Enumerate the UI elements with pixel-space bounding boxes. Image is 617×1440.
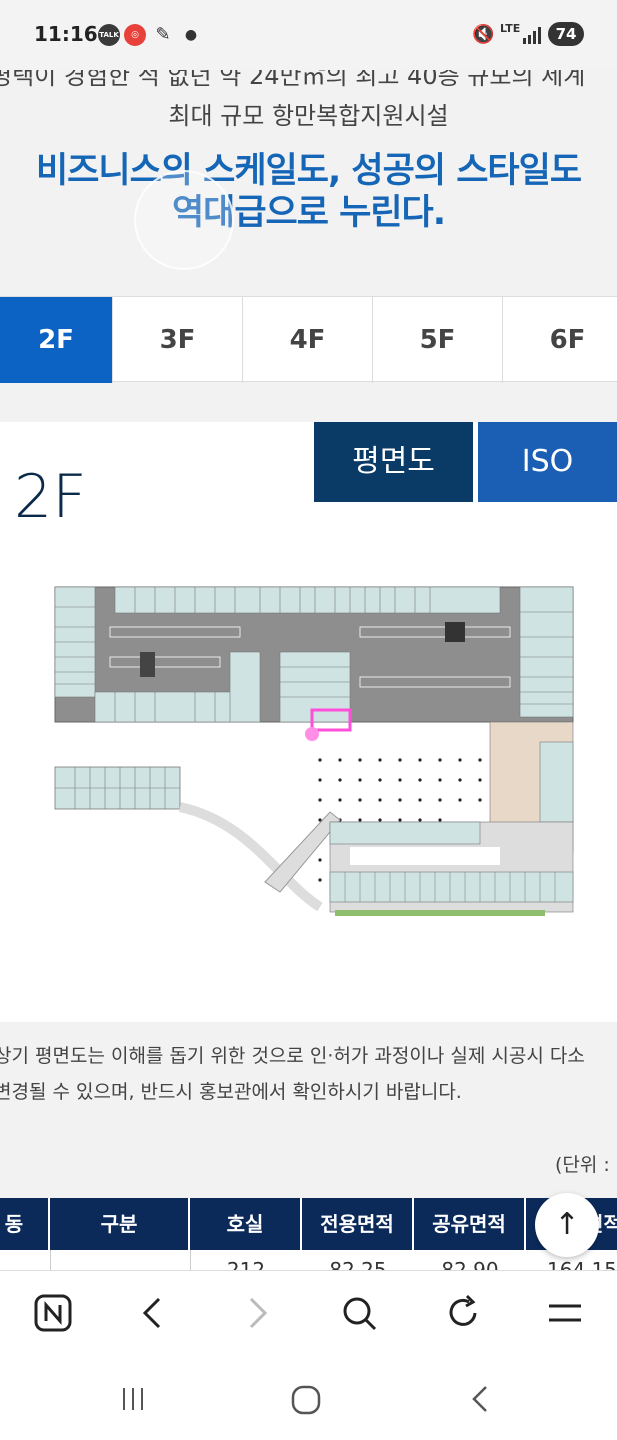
browser-toolbar (0, 1270, 617, 1360)
signal-icon (522, 26, 542, 48)
tab-6f[interactable]: 6F (503, 297, 617, 383)
search-icon[interactable] (336, 1293, 382, 1339)
hero-headline-2: 역대급으로 누린다. (171, 193, 446, 233)
floor-plan-image[interactable] (50, 582, 580, 942)
floor-tabs: 2F 3F 4F 5F 6F (0, 296, 617, 383)
talk-icon: TALK (98, 24, 120, 46)
notification-icon: ◎ (124, 24, 146, 46)
table-cell-unit: 212 (226, 1258, 266, 1270)
mute-icon: 🔇 (472, 24, 495, 45)
notice-line-2: 변경될 수 있으며, 반드시 홍보관에서 확인하시기 바랍니다. (0, 1081, 462, 1103)
tab-2f[interactable]: 2F (0, 297, 113, 383)
table-cell-sale: 164.15 (547, 1258, 617, 1270)
home-icon[interactable] (290, 1384, 322, 1420)
table-cell-divider (190, 1250, 191, 1270)
floating-widget[interactable] (134, 170, 234, 270)
th-exclusive-area: 전용면적 (302, 1198, 414, 1250)
naver-icon[interactable] (30, 1293, 76, 1339)
th-unit: 호실 (190, 1198, 302, 1250)
table-row: 212 82.25 82.90 164.15 (0, 1250, 617, 1270)
refresh-icon[interactable] (440, 1293, 486, 1339)
back-icon[interactable] (130, 1293, 176, 1339)
hero-line-1: 평택이 경험한 적 없던 약 24만㎡의 최고 40층 규모의 세계 (0, 70, 586, 90)
floor-title: 2F (14, 462, 87, 532)
tab-3f[interactable]: 3F (113, 297, 243, 383)
floor-plan-section: 평면도 ISO 2F (0, 422, 617, 1022)
hero-headline-1: 비즈니스의 스케일도, 성공의 스타일도 (35, 151, 582, 191)
scroll-to-top-button[interactable]: ↑ (535, 1193, 599, 1257)
th-dong: 동 (0, 1198, 50, 1250)
recent-apps-icon[interactable] (118, 1384, 148, 1418)
th-category: 구분 (50, 1198, 190, 1250)
area-table-header: 동 구분 호실 전용면적 공유면적 분양면적 (0, 1198, 617, 1250)
tab-4f[interactable]: 4F (243, 297, 373, 383)
iso-view-button[interactable]: ISO (478, 422, 617, 502)
status-bar: 11:16 TALK ◎ ✎ ● 🔇 LTE 74 (0, 0, 617, 70)
system-navigation (0, 1360, 617, 1440)
forward-icon[interactable] (234, 1293, 280, 1339)
notice-text: 상기 평면도는 이해를 돕기 위한 것으로 인·허가 과정이나 실제 시공시 다… (0, 1038, 617, 1128)
tab-5f[interactable]: 5F (373, 297, 503, 383)
table-cell-divider (50, 1250, 51, 1270)
status-time: 11:16 (34, 22, 98, 46)
back-nav-icon[interactable] (466, 1384, 496, 1418)
arrow-up-icon: ↑ (554, 1207, 580, 1242)
plan-view-button[interactable]: 평면도 (314, 422, 473, 502)
battery-indicator: 74 (548, 22, 584, 46)
menu-icon[interactable] (542, 1293, 588, 1339)
lte-icon: LTE (500, 22, 521, 35)
table-cell-exclusive: 82.25 (329, 1258, 387, 1270)
hero-line-2: 최대 규모 항만복합지원시설 (168, 102, 449, 130)
notice-line-1: 상기 평면도는 이해를 돕기 위한 것으로 인·허가 과정이나 실제 시공시 다… (0, 1045, 585, 1067)
pen-icon: ✎ (155, 24, 171, 45)
unit-label: (단위 : m (555, 1154, 617, 1176)
th-shared-area: 공유면적 (414, 1198, 526, 1250)
table-cell-shared: 82.90 (441, 1258, 499, 1270)
page-content: 평택이 경험한 적 없던 약 24만㎡의 최고 40층 규모의 세계 최대 규모… (0, 70, 617, 1270)
dot-icon: ● (184, 27, 198, 43)
